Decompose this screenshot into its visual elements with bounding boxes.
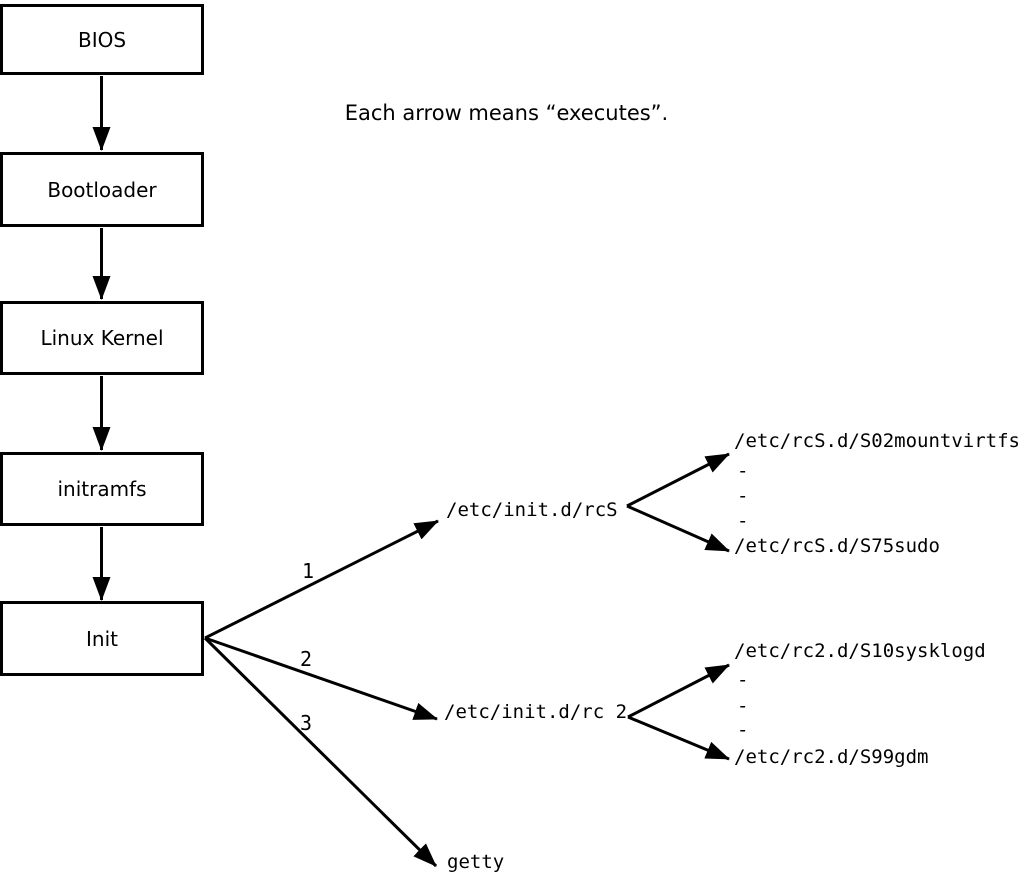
node-bios-label: BIOS	[77, 27, 127, 52]
rc2-child-last: /etc/rc2.d/S99gdm	[734, 746, 929, 768]
rc2-ellipsis-dash-1: -	[737, 669, 749, 691]
rcs-child-last: /etc/rcS.d/S75sudo	[734, 535, 940, 557]
node-bootloader-label: Bootloader	[47, 177, 157, 202]
rc2-ellipsis-dash-2: -	[737, 695, 749, 717]
arrow-init-to-getty	[203, 636, 438, 868]
node-bootloader: Bootloader	[0, 152, 204, 227]
edge-label-2: 2	[300, 647, 313, 671]
node-init: Init	[0, 601, 204, 676]
arrow-rcs-to-s02	[626, 452, 730, 508]
node-initramfs-label: initramfs	[57, 477, 147, 501]
arrow-init-to-rc2	[204, 636, 438, 721]
target-rc2-script: /etc/init.d/rc 2	[444, 701, 628, 723]
arrow-rc2-to-s99	[627, 715, 730, 761]
note-arrow-meaning: Each arrow means “executes”.	[344, 101, 669, 125]
node-linux-kernel: Linux Kernel	[0, 301, 204, 375]
target-getty: getty	[447, 851, 505, 873]
rcs-ellipsis-dash-3: -	[737, 510, 749, 532]
arrow-init-to-rcs	[204, 519, 439, 640]
arrow-rc2-to-s10	[627, 663, 730, 719]
rc2-child-first: /etc/rc2.d/S10sysklogd	[734, 640, 986, 662]
edge-label-1: 1	[302, 559, 315, 583]
target-rcs-script: /etc/init.d/rcS	[446, 499, 618, 521]
edge-label-3: 3	[300, 711, 313, 735]
rc2-ellipsis-dash-3: -	[737, 719, 749, 741]
arrow-rcs-to-s75	[626, 504, 730, 553]
rcs-ellipsis-dash-2: -	[737, 485, 749, 507]
node-linux-kernel-label: Linux Kernel	[40, 326, 164, 350]
node-init-label: Init	[86, 626, 118, 651]
node-bios: BIOS	[0, 4, 204, 75]
rcs-ellipsis-dash-1: -	[737, 460, 749, 482]
node-initramfs: initramfs	[0, 452, 204, 526]
rcs-child-first: /etc/rcS.d/S02mountvirtfs	[734, 430, 1020, 452]
